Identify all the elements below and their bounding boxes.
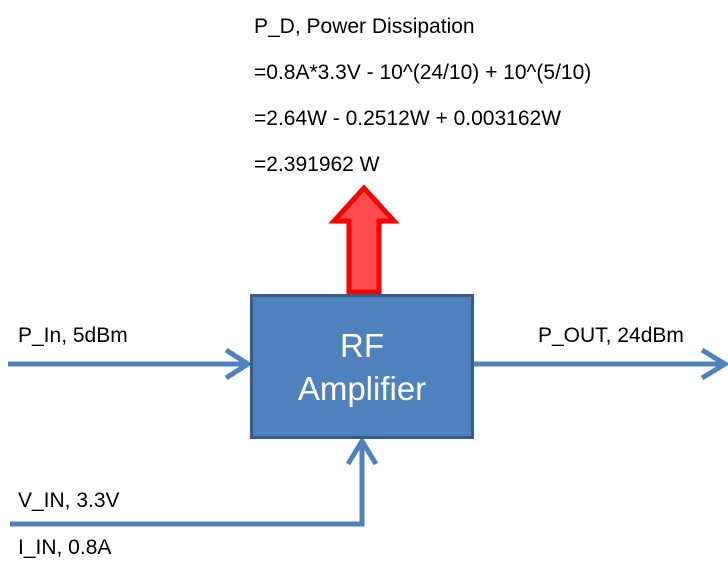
rf-amplifier-label-line2: Amplifier [297, 369, 427, 407]
output-power-label: P_OUT, 24dBm [538, 324, 684, 347]
power-dissipation-arrow-icon [328, 184, 400, 295]
input-power-label: P_In, 5dBm [18, 324, 128, 347]
rf-amplifier-label-line1: RF [340, 326, 384, 364]
supply-voltage-label: V_IN, 3.3V [18, 489, 120, 512]
note-line-formula: =0.8A*3.3V - 10^(24/10) + 10^(5/10) [254, 61, 592, 84]
note-line-title: P_D, Power Dissipation [254, 15, 475, 38]
note-line-terms: =2.64W - 0.2512W + 0.003162W [254, 107, 562, 130]
input-signal-arrow [8, 347, 253, 381]
note-line-result: =2.391962 W [254, 153, 380, 176]
supply-current-label: I_IN, 0.8A [18, 536, 112, 559]
power-dissipation-note: P_D, Power Dissipation =0.8A*3.3V - 10^(… [254, 4, 704, 188]
rf-amplifier-block[interactable]: RF Amplifier [250, 294, 474, 439]
output-signal-arrow [474, 347, 728, 381]
